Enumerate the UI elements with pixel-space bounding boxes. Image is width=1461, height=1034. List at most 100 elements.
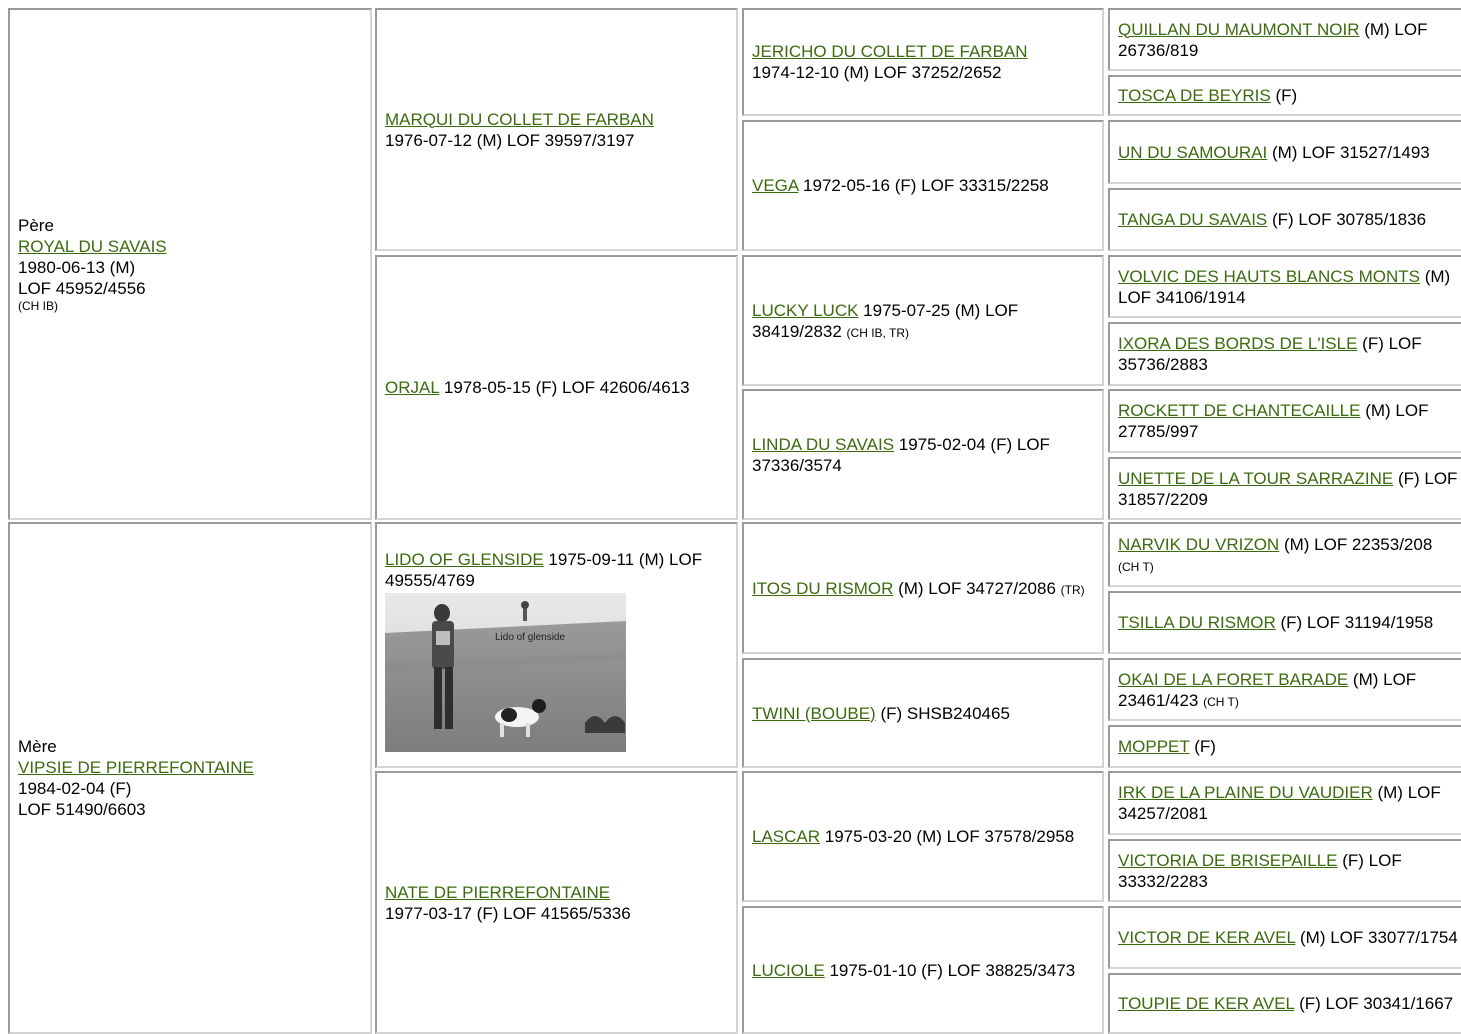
dog-details: 1975-03-20 (M) LOF 37578/2958: [820, 827, 1075, 846]
dog-details: (M) LOF 33077/1754: [1295, 928, 1458, 947]
pedigree-cell-gen2: NATE DE PIERREFONTAINE 1977-03-17 (F) LO…: [375, 771, 738, 1034]
pedigree-cell-gen4: UNETTE DE LA TOUR SARRAZINE (F) LOF 3185…: [1108, 457, 1461, 520]
dog-link[interactable]: UN DU SAMOURAI: [1118, 142, 1268, 162]
dog-details: (F) LOF 31857/2209: [1118, 468, 1458, 509]
dog-details: (M) LOF 31527/1493: [1267, 142, 1430, 162]
dog-link[interactable]: LINDA DU SAVAIS: [752, 434, 895, 454]
dog-details: 1976-07-12 (M) LOF 39597/3197: [385, 130, 635, 150]
dog-link[interactable]: VICTORIA DE BRISEPAILLE: [1118, 850, 1338, 870]
pedigree-cell-gen3: LASCAR 1975-03-20 (M) LOF 37578/2958: [742, 771, 1104, 902]
pedigree-cell-gen3: ITOS DU RISMOR (M) LOF 34727/2086 (TR): [742, 522, 1104, 654]
pedigree-cell-gen3: LUCKY LUCK 1975-07-25 (M) LOF 38419/2832…: [742, 255, 1104, 386]
dog-link-royal-du-savais[interactable]: ROYAL DU SAVAIS: [18, 237, 167, 256]
dog-link[interactable]: MOPPET: [1118, 737, 1190, 756]
pedigree-cell-gen3: LUCIOLE 1975-01-10 (F) LOF 38825/3473: [742, 906, 1104, 1034]
pedigree-cell-gen3: LINDA DU SAVAIS 1975-02-04 (F) LOF 37336…: [742, 389, 1104, 520]
dog-link[interactable]: UNETTE DE LA TOUR SARRAZINE: [1118, 468, 1394, 488]
dog-title: (CH IB): [18, 299, 58, 313]
pedigree-cell-gen2: ORJAL 1978-05-15 (F) LOF 42606/4613: [375, 255, 738, 520]
pedigree-cell-gen4: TOSCA DE BEYRIS (F): [1108, 75, 1461, 116]
pedigree-cell-gen2: MARQUI DU COLLET DE FARBAN 1976-07-12 (M…: [375, 8, 738, 251]
dog-link[interactable]: ITOS DU RISMOR: [752, 578, 894, 598]
pedigree-cell-gen4: VICTOR DE KER AVEL (M) LOF 33077/1754: [1108, 906, 1461, 969]
pedigree-cell-gen4: TOUPIE DE KER AVEL (F) LOF 30341/1667: [1108, 973, 1461, 1034]
dog-details: (M) LOF 34727/2086: [893, 578, 1061, 598]
dog-link[interactable]: MARQUI DU COLLET DE FARBAN: [385, 109, 654, 129]
pedigree-cell-gen4: NARVIK DU VRIZON (M) LOF 22353/208 (CH T…: [1108, 522, 1461, 587]
dog-link[interactable]: ROCKETT DE CHANTECAILLE: [1118, 401, 1361, 420]
pedigree-cell-gen4: TSILLA DU RISMOR (F) LOF 31194/1958: [1108, 591, 1461, 654]
dog-details: (M) LOF 34257/2081: [1118, 783, 1441, 823]
pedigree-cell-sire: Père ROYAL DU SAVAIS 1980-06-13 (M) LOF …: [8, 8, 372, 520]
dog-details: 1974-12-10 (M) LOF 37252/2652: [752, 63, 1002, 82]
dog-details: (M) LOF 23461/423: [1118, 669, 1417, 710]
dog-link[interactable]: OKAI DE LA FORET BARADE: [1118, 669, 1349, 689]
dog-details: 1975-09-11 (M) LOF 49555/4769: [385, 550, 703, 590]
dog-link[interactable]: LIDO OF GLENSIDE: [385, 550, 544, 569]
dog-title: (CH T): [1203, 694, 1239, 709]
dog-details: 1972-05-16 (F) LOF 33315/2258: [798, 176, 1049, 195]
photo-caption: Lido of glenside: [495, 632, 565, 643]
dog-details: (F) LOF 30785/1836: [1267, 210, 1427, 229]
dog-link[interactable]: NATE DE PIERREFONTAINE: [385, 882, 611, 902]
dog-link[interactable]: QUILLAN DU MAUMONT NOIR: [1118, 19, 1360, 39]
pedigree-cell-gen4: IRK DE LA PLAINE DU VAUDIER (M) LOF 3425…: [1108, 771, 1461, 835]
dog-details: (F): [1189, 737, 1216, 756]
dog-link[interactable]: IRK DE LA PLAINE DU VAUDIER: [1118, 783, 1373, 802]
pedigree-cell-gen2: LIDO OF GLENSIDE 1975-09-11 (M) LOF 4955…: [375, 522, 738, 768]
pedigree-cell-gen4: VOLVIC DES HAUTS BLANCS MONTS (M) LOF 34…: [1108, 255, 1461, 318]
dog-details: 1975-02-04 (F) LOF 37336/3574: [752, 434, 1050, 475]
dog-birth-sex: 1980-06-13 (M): [18, 258, 136, 277]
pedigree-cell-gen4: VICTORIA DE BRISEPAILLE (F) LOF 33332/22…: [1108, 839, 1461, 902]
dog-details: (F) LOF 31194/1958: [1275, 613, 1434, 632]
dog-title: (CH IB, TR): [846, 325, 909, 340]
dog-link[interactable]: TWINI (BOUBE): [752, 703, 876, 723]
dog-link[interactable]: LASCAR: [752, 827, 821, 846]
dog-link[interactable]: TSILLA DU RISMOR: [1118, 613, 1276, 632]
pedigree-cell-gen3: VEGA 1972-05-16 (F) LOF 33315/2258: [742, 120, 1104, 251]
dog-link[interactable]: TOUPIE DE KER AVEL: [1118, 994, 1295, 1013]
dog-details: (F): [1270, 86, 1298, 105]
dog-details: 1978-05-15 (F) LOF 42606/4613: [439, 378, 690, 397]
dog-link[interactable]: JERICHO DU COLLET DE FARBAN: [752, 42, 1028, 61]
dog-link[interactable]: ORJAL: [385, 378, 440, 397]
dog-registration: LOF 45952/4556: [18, 279, 146, 298]
dog-link[interactable]: LUCIOLE: [752, 960, 825, 980]
pedigree-cell-gen4: QUILLAN DU MAUMONT NOIR (M) LOF 26736/81…: [1108, 8, 1461, 71]
role-label: Mère: [18, 737, 57, 756]
dog-details: (F) LOF 30341/1667: [1294, 994, 1454, 1013]
dog-title: (CH T): [1118, 559, 1154, 574]
pedigree-cell-gen4: ROCKETT DE CHANTECAILLE (M) LOF 27785/99…: [1108, 389, 1461, 453]
pedigree-cell-dam: Mère VIPSIE DE PIERREFONTAINE 1984-02-04…: [8, 522, 372, 1034]
dog-details: 1975-01-10 (F) LOF 38825/3473: [824, 960, 1076, 980]
dog-title: (TR): [1060, 582, 1085, 597]
dog-photo[interactable]: Lido of glenside: [385, 593, 626, 752]
dog-registration: LOF 51490/6603: [18, 800, 146, 819]
dog-birth-sex: 1984-02-04 (F): [18, 779, 132, 798]
pedigree-cell-gen3: JERICHO DU COLLET DE FARBAN 1974-12-10 (…: [742, 8, 1104, 116]
dog-link[interactable]: VOLVIC DES HAUTS BLANCS MONTS: [1118, 266, 1420, 286]
pedigree-cell-gen4: TANGA DU SAVAIS (F) LOF 30785/1836: [1108, 188, 1461, 251]
dog-details: (M) LOF 27785/997: [1118, 401, 1429, 441]
dog-link[interactable]: VEGA: [752, 176, 799, 195]
dog-details: (F) LOF 33332/2283: [1118, 850, 1402, 891]
dog-details: 1975-07-25 (M) LOF 38419/2832: [752, 300, 1019, 341]
dog-details: (F) SHSB240465: [875, 703, 1010, 723]
dog-link[interactable]: LUCKY LUCK: [752, 300, 859, 320]
dog-link[interactable]: VICTOR DE KER AVEL: [1118, 928, 1296, 947]
pedigree-cell-gen4: IXORA DES BORDS DE L'ISLE (F) LOF 35736/…: [1108, 322, 1461, 386]
pedigree-cell-gen4: UN DU SAMOURAI (M) LOF 31527/1493: [1108, 120, 1461, 184]
dog-link[interactable]: TANGA DU SAVAIS: [1118, 210, 1268, 229]
dog-details: 1977-03-17 (F) LOF 41565/5336: [385, 903, 631, 923]
pedigree-cell-gen3: TWINI (BOUBE) (F) SHSB240465: [742, 658, 1104, 768]
dog-details: (M) LOF 26736/819: [1118, 19, 1428, 60]
dog-link-vipsie-de-pierrefontaine[interactable]: VIPSIE DE PIERREFONTAINE: [18, 758, 254, 777]
dog-details: (M) LOF 34106/1914: [1118, 266, 1451, 307]
dog-link[interactable]: IXORA DES BORDS DE L'ISLE: [1118, 334, 1358, 353]
dog-details: (F) LOF 35736/2883: [1118, 334, 1422, 374]
dog-link[interactable]: NARVIK DU VRIZON: [1118, 534, 1280, 554]
dog-details: (M) LOF 22353/208: [1279, 534, 1433, 554]
dog-link[interactable]: TOSCA DE BEYRIS: [1118, 86, 1271, 105]
role-label: Père: [18, 216, 54, 235]
pedigree-cell-gen4: OKAI DE LA FORET BARADE (M) LOF 23461/42…: [1108, 658, 1461, 721]
